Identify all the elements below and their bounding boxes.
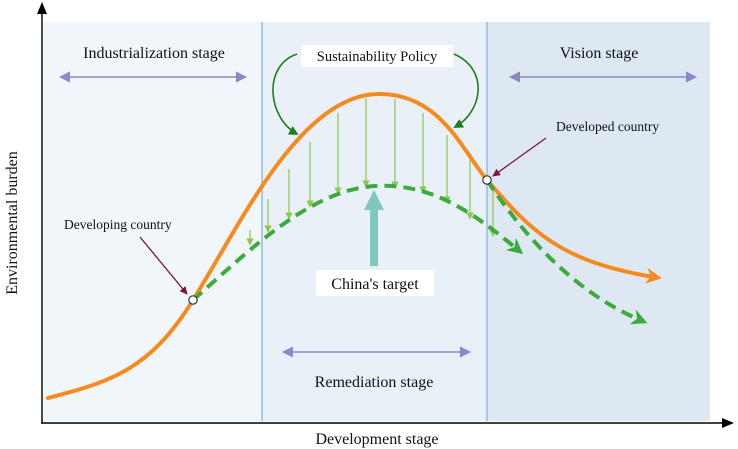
china-target-arrow-head — [364, 190, 384, 210]
policy-label-bg — [301, 45, 453, 67]
developing-country-point — [188, 295, 198, 305]
china-target-curve — [191, 183, 524, 302]
vision-panel — [487, 22, 710, 421]
policy-arrow-left — [272, 53, 299, 135]
developed-country-label: Developed country — [556, 119, 659, 134]
industrialization-panel — [42, 22, 262, 421]
developing-country-label: Developing country — [64, 217, 172, 232]
developing-country-pointer — [139, 236, 188, 295]
china-target-arrow-shaft — [370, 208, 378, 266]
environmental-burden-curve — [46, 91, 662, 400]
policy-arrow-right — [453, 53, 479, 128]
x-axis-arrowhead — [722, 418, 734, 428]
y-axis-arrowhead — [37, 2, 47, 14]
developed-country-pointer — [492, 137, 547, 177]
sustainability-policy-label: Sustainability Policy — [317, 49, 438, 65]
china-target-label-bg — [316, 270, 434, 296]
china-target-label: China's target — [331, 276, 419, 293]
remediation-stage-label: Remediation stage — [315, 374, 434, 391]
y-axis-label: Environmental burden — [4, 151, 21, 295]
x-axis-label: Development stage — [315, 431, 438, 448]
target-curve-extension — [485, 178, 648, 325]
reduction-arrows — [246, 98, 497, 246]
industrialization-stage-label: Industrialization stage — [83, 45, 225, 62]
vision-stage-label: Vision stage — [560, 45, 639, 62]
developed-country-point — [482, 175, 492, 185]
